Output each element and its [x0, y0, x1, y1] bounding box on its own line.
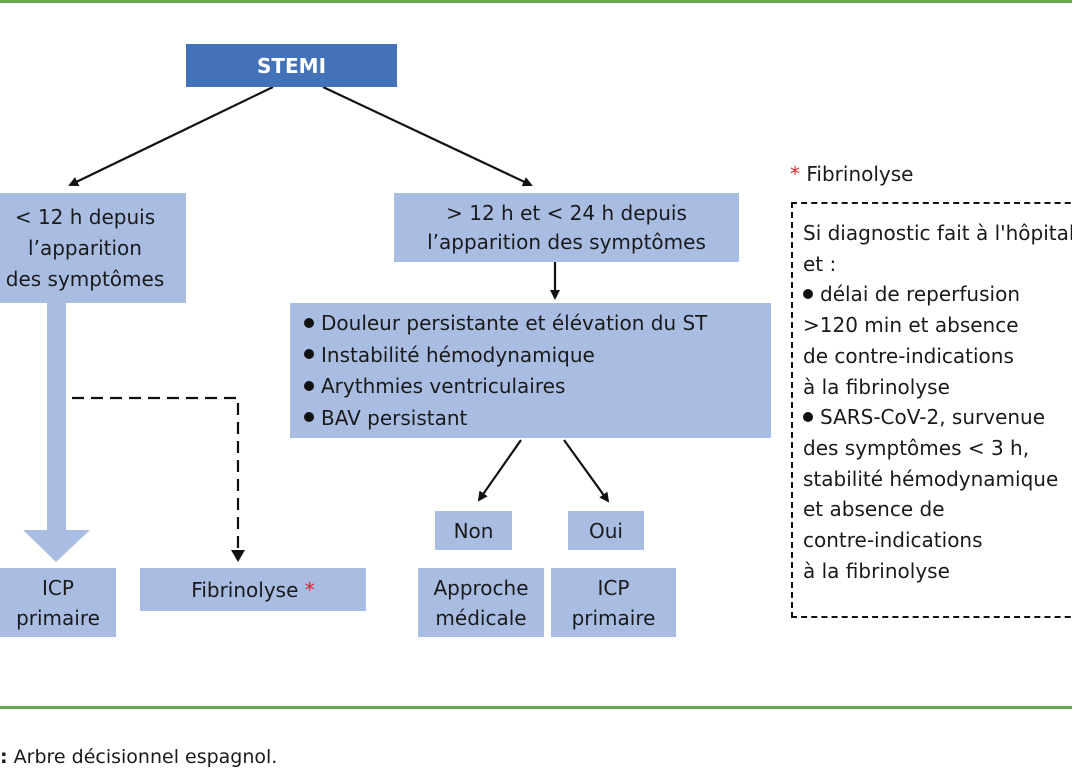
condition-line: > 12 h et < 24 h depuis [446, 200, 687, 225]
footnote-line: délai de reperfusion [803, 279, 1072, 310]
arrow-criteria-to-non [477, 439, 522, 502]
node-oui: Oui [568, 511, 644, 550]
criteria-item: Instabilité hémodynamique [304, 340, 771, 372]
footnote-title: * Fibrinolyse [790, 162, 913, 186]
node-approche-medicale: Approche médicale [418, 568, 544, 637]
outcome-line: Approche [433, 575, 529, 600]
outcome-line: ICP [42, 575, 74, 600]
node-less-12h: < 12 h depuis l’apparition des symptômes [0, 193, 186, 303]
node-stemi: STEMI [186, 44, 397, 87]
caption-label: : [0, 746, 8, 768]
bullet-icon [304, 317, 314, 328]
criteria-item: BAV persistant [304, 403, 771, 435]
bullet-icon [803, 288, 813, 299]
block-arrow-shaft [47, 303, 66, 531]
footnote-line: stabilité hémodynamique [803, 466, 1059, 491]
footnote-title-text: Fibrinolyse [806, 162, 914, 186]
arrow-root-to-right [322, 86, 533, 187]
footnote-line: Si diagnostic fait à l'hôpital [803, 221, 1072, 245]
bottom-rule [0, 706, 1072, 709]
footnote-line: à la fibrinolyse [803, 558, 950, 583]
condition-line: l’apparition [28, 235, 142, 260]
node-icp-primaire-right: ICP primaire [551, 568, 676, 637]
footnote-line: des symptômes < 3 h, [803, 435, 1030, 460]
bullet-icon [304, 412, 314, 422]
outcome-line: primaire [571, 605, 656, 630]
dashed-arrow-to-fibrinolyse [72, 396, 240, 555]
arrow-root-to-left [68, 86, 274, 187]
footnote-line: et : [803, 251, 837, 276]
criteria-text: BAV persistant [321, 405, 468, 430]
criteria-item: Arythmies ventriculaires [304, 371, 771, 403]
footnote-box: Si diagnostic fait à l'hôpital et : déla… [791, 202, 1072, 618]
node-fibrinolyse: Fibrinolyse * [140, 568, 366, 611]
outcome-line: médicale [435, 605, 527, 630]
bullet-icon [304, 349, 314, 359]
node-stemi-label: STEMI [256, 53, 327, 78]
block-arrow-head [23, 530, 90, 562]
footnote-text: délai de reperfusion [820, 282, 1020, 307]
decision-label: Oui [589, 518, 623, 543]
footnote-line: >120 min et absence [803, 313, 1019, 338]
footnote-line: de contre-indications [803, 343, 1014, 368]
fibrinolyse-label: Fibrinolyse [191, 577, 299, 602]
criteria-list: Douleur persistante et élévation du ST I… [290, 303, 771, 438]
criteria-text: Douleur persistante et élévation du ST [321, 311, 708, 335]
asterisk-icon: * [304, 577, 315, 602]
footnote-text: SARS-CoV-2, survenue [820, 405, 1046, 430]
caption-text: Arbre décisionnel espagnol. [7, 746, 278, 768]
criteria-text: Instabilité hémodynamique [321, 342, 595, 367]
outcome-line: ICP [597, 575, 630, 600]
criteria-text: Arythmies ventriculaires [321, 374, 566, 398]
figure-caption: : Arbre décisionnel espagnol. [0, 746, 277, 768]
outcome-line: primaire [16, 605, 100, 630]
node-12-24h: > 12 h et < 24 h depuis l’apparition des… [394, 193, 739, 262]
arrow-criteria-to-oui [563, 439, 610, 503]
footnote-line: SARS-CoV-2, survenue [803, 402, 1072, 433]
bullet-icon [803, 411, 813, 422]
top-rule [0, 0, 1072, 3]
condition-line: l’apparition des symptômes [427, 229, 706, 254]
footnote-line: et absence de [803, 497, 945, 522]
asterisk-icon: * [790, 162, 800, 186]
footnote-line: contre-indications [803, 528, 983, 553]
bullet-icon [304, 380, 314, 391]
condition-line: < 12 h depuis [14, 204, 156, 229]
node-icp-primaire-left: ICP primaire [0, 568, 116, 637]
footnote-line: à la fibrinolyse [803, 374, 950, 399]
decision-label: Non [453, 518, 494, 543]
criteria-item: Douleur persistante et élévation du ST [304, 308, 771, 340]
node-non: Non [435, 511, 512, 550]
condition-line: des symptômes [5, 266, 165, 291]
